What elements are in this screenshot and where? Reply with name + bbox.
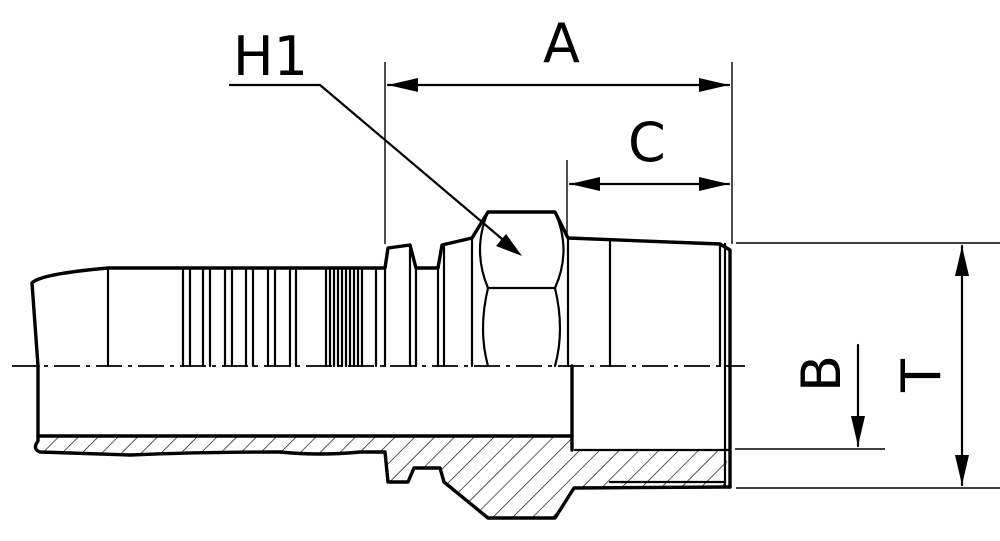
hex-nut (478, 210, 570, 368)
hose-tail-grooves (106, 266, 298, 368)
dimension-t: T (736, 242, 1000, 489)
dimension-a: A (384, 12, 733, 244)
dimension-h1: H1 (228, 25, 522, 256)
label-h1: H1 (233, 25, 308, 88)
label-a: A (543, 12, 580, 75)
label-c: C (628, 111, 666, 174)
male-thread (608, 238, 727, 489)
knurl-section (324, 268, 378, 368)
label-b: B (790, 355, 853, 392)
label-t: T (890, 358, 953, 393)
fitting-outline (30, 210, 732, 520)
collar-lines (383, 238, 474, 368)
dimension-b: B (735, 343, 885, 450)
dimension-c: C (566, 111, 731, 238)
section-hatch (35, 436, 728, 518)
